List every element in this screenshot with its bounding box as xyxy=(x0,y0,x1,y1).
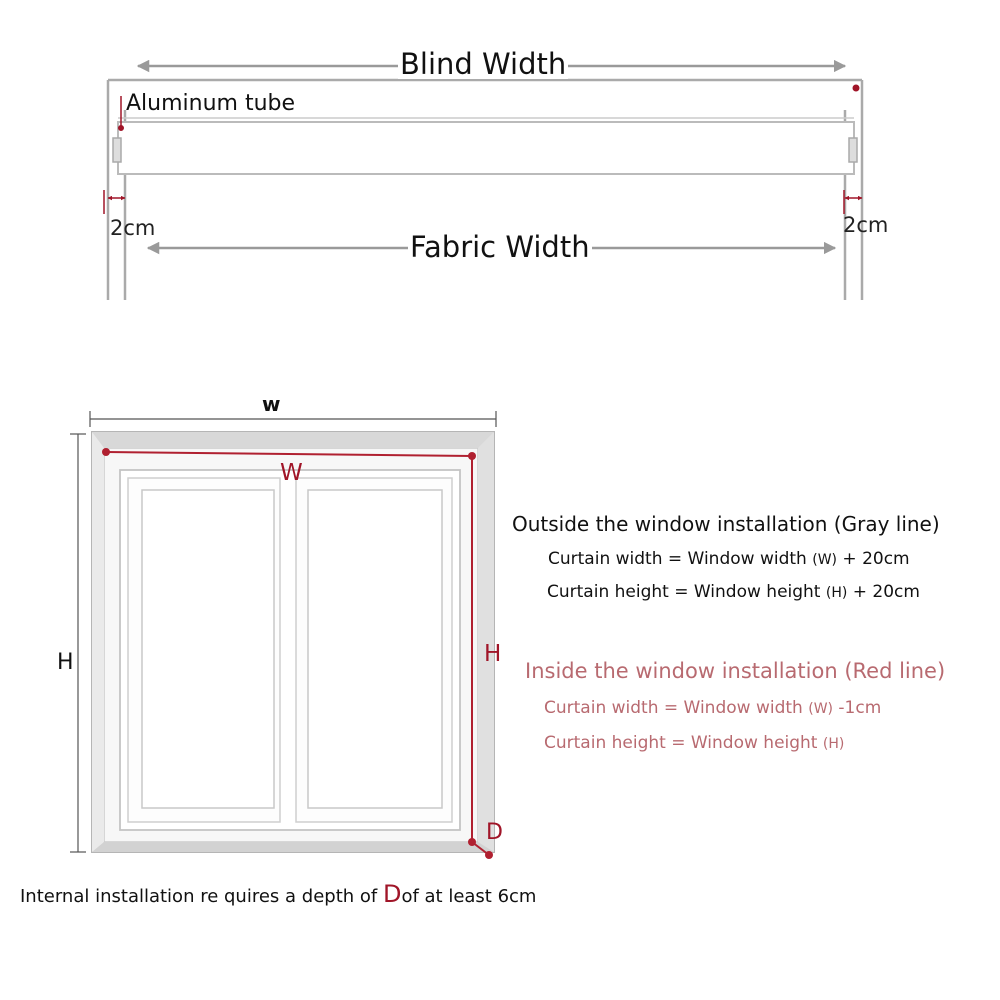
outer-width-label: w xyxy=(262,392,281,416)
inside-height-var: (H) xyxy=(822,736,845,752)
outside-height-var: (H) xyxy=(825,585,848,601)
inside-height-formula-text: Curtain height = Window height xyxy=(544,733,823,753)
outside-width-formula: Curtain width = Window width (W) + 20cm xyxy=(548,551,910,568)
inside-measure-dots xyxy=(102,448,493,859)
outside-width-var: (W) xyxy=(812,552,838,568)
depth-note-text: Internal installation re quires a depth … xyxy=(20,886,383,907)
gap-marker-left xyxy=(103,190,126,214)
inside-width-formula-suffix: -1cm xyxy=(833,698,882,718)
outer-height-label: H xyxy=(57,650,74,675)
inside-width-formula-text: Curtain width = Window width xyxy=(544,698,809,718)
fabric-width-label: Fabric Width xyxy=(408,230,592,264)
depth-note-suffix: of at least 6cm xyxy=(401,886,537,907)
outside-width-formula-suffix: + 20cm xyxy=(837,549,910,569)
window-glass-left xyxy=(141,489,275,809)
gap-right-label: 2cm xyxy=(843,213,889,237)
gap-left-label: 2cm xyxy=(110,216,156,240)
aluminum-tube xyxy=(112,117,858,175)
inside-installation-title: Inside the window installation (Red line… xyxy=(525,659,946,683)
outside-installation-title: Outside the window installation (Gray li… xyxy=(512,512,940,536)
gap-marker-right xyxy=(843,190,863,214)
depth-note-letter: D xyxy=(382,880,402,908)
depth-label: D xyxy=(486,820,503,845)
inner-height-label: H xyxy=(484,641,502,667)
outer-height-dimension xyxy=(70,433,86,853)
inside-width-formula: Curtain width = Window width (W) -1cm xyxy=(544,700,881,717)
depth-requirement-note: Internal installation re quires a depth … xyxy=(20,882,536,906)
inside-height-formula: Curtain height = Window height (H) xyxy=(544,735,844,752)
outer-width-dimension xyxy=(89,411,497,427)
inside-width-var: (W) xyxy=(808,701,834,717)
tube-indicators xyxy=(118,84,860,131)
outside-width-formula-text: Curtain width = Window width xyxy=(548,549,813,569)
outside-height-formula-text: Curtain height = Window height xyxy=(547,582,826,602)
inner-width-label: W xyxy=(280,460,303,486)
outside-height-formula: Curtain height = Window height (H) + 20c… xyxy=(547,584,920,601)
blind-width-label: Blind Width xyxy=(398,47,569,81)
outside-height-formula-suffix: + 20cm xyxy=(847,582,920,602)
window-glass-right xyxy=(307,489,443,809)
aluminum-tube-label: Aluminum tube xyxy=(126,91,296,116)
